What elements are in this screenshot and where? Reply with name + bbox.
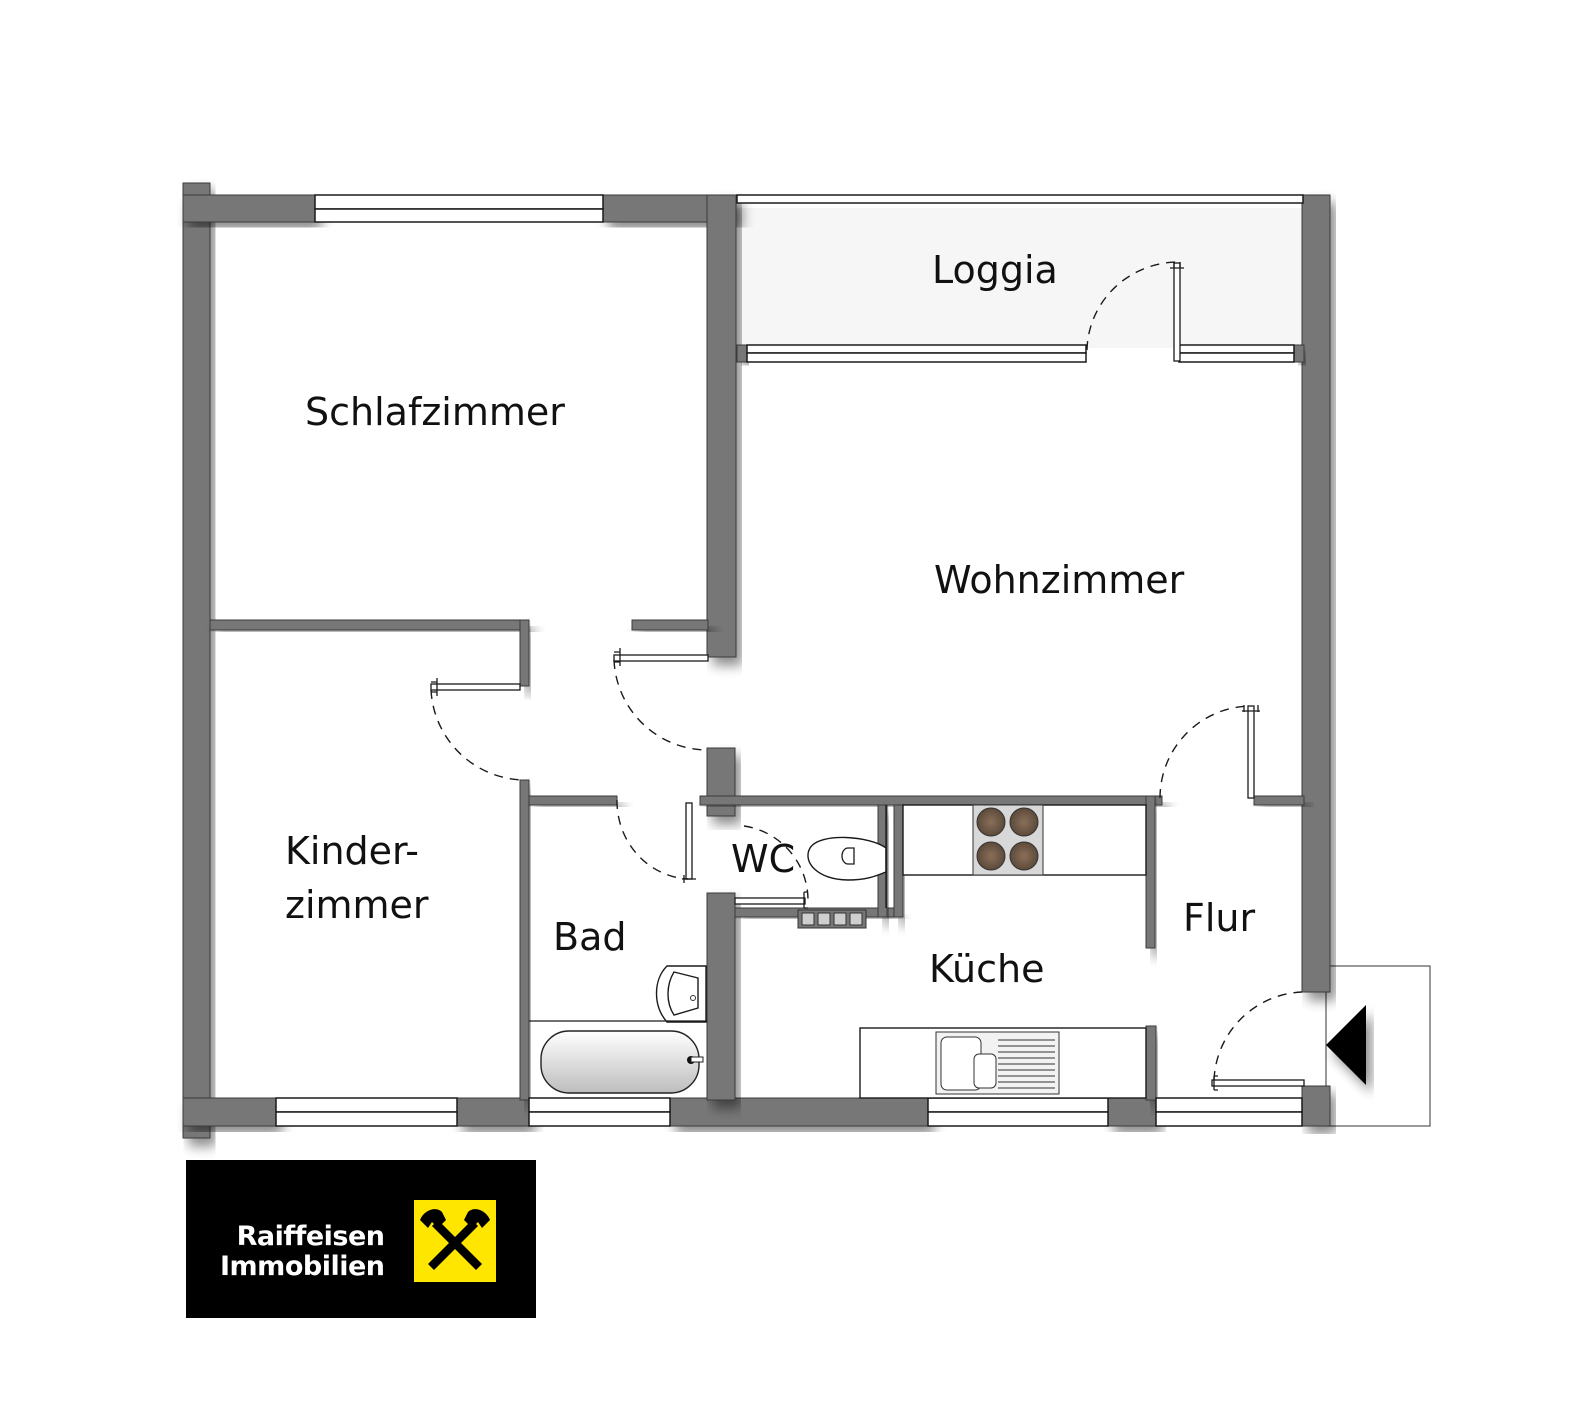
room-label-wohnzimmer: Wohnzimmer [934,558,1185,602]
room-label-kinderzimmer-line1: Kinder- [285,829,419,873]
room-label-flur: Flur [1183,896,1255,940]
logo-line1: Raiffeisen [236,1221,385,1252]
walls [182,182,1331,1139]
room-label-kinderzimmer-line2: zimmer [285,883,429,927]
doors [430,261,1305,1091]
raiffeisen-immobilien-logo: Raiffeisen Immobilien [186,1160,536,1318]
room-label-schlafzimmer: Schlafzimmer [305,390,565,434]
raiffeisen-crossed-horse-heads-icon [414,1200,496,1282]
room-label-wc: WC [731,837,795,881]
room-label-loggia: Loggia [932,248,1058,292]
room-label-bad: Bad [553,915,626,959]
entrance-arrow-icon [1326,1005,1366,1085]
washbasin-icon [655,965,707,1023]
windows [275,194,1304,1127]
logo-wordmark: Raiffeisen Immobilien [220,1222,385,1282]
logo-line2: Immobilien [220,1251,385,1282]
room-label-kueche: Küche [929,947,1044,991]
fixtures [529,804,1366,1099]
loggia-floor [737,208,1303,348]
toilet-icon [807,836,887,881]
sink-icon [935,1031,1060,1095]
bathtub-icon [540,1030,700,1094]
room-labels: Schlafzimmer Loggia Wohnzimmer Kinder- z… [285,248,1255,991]
